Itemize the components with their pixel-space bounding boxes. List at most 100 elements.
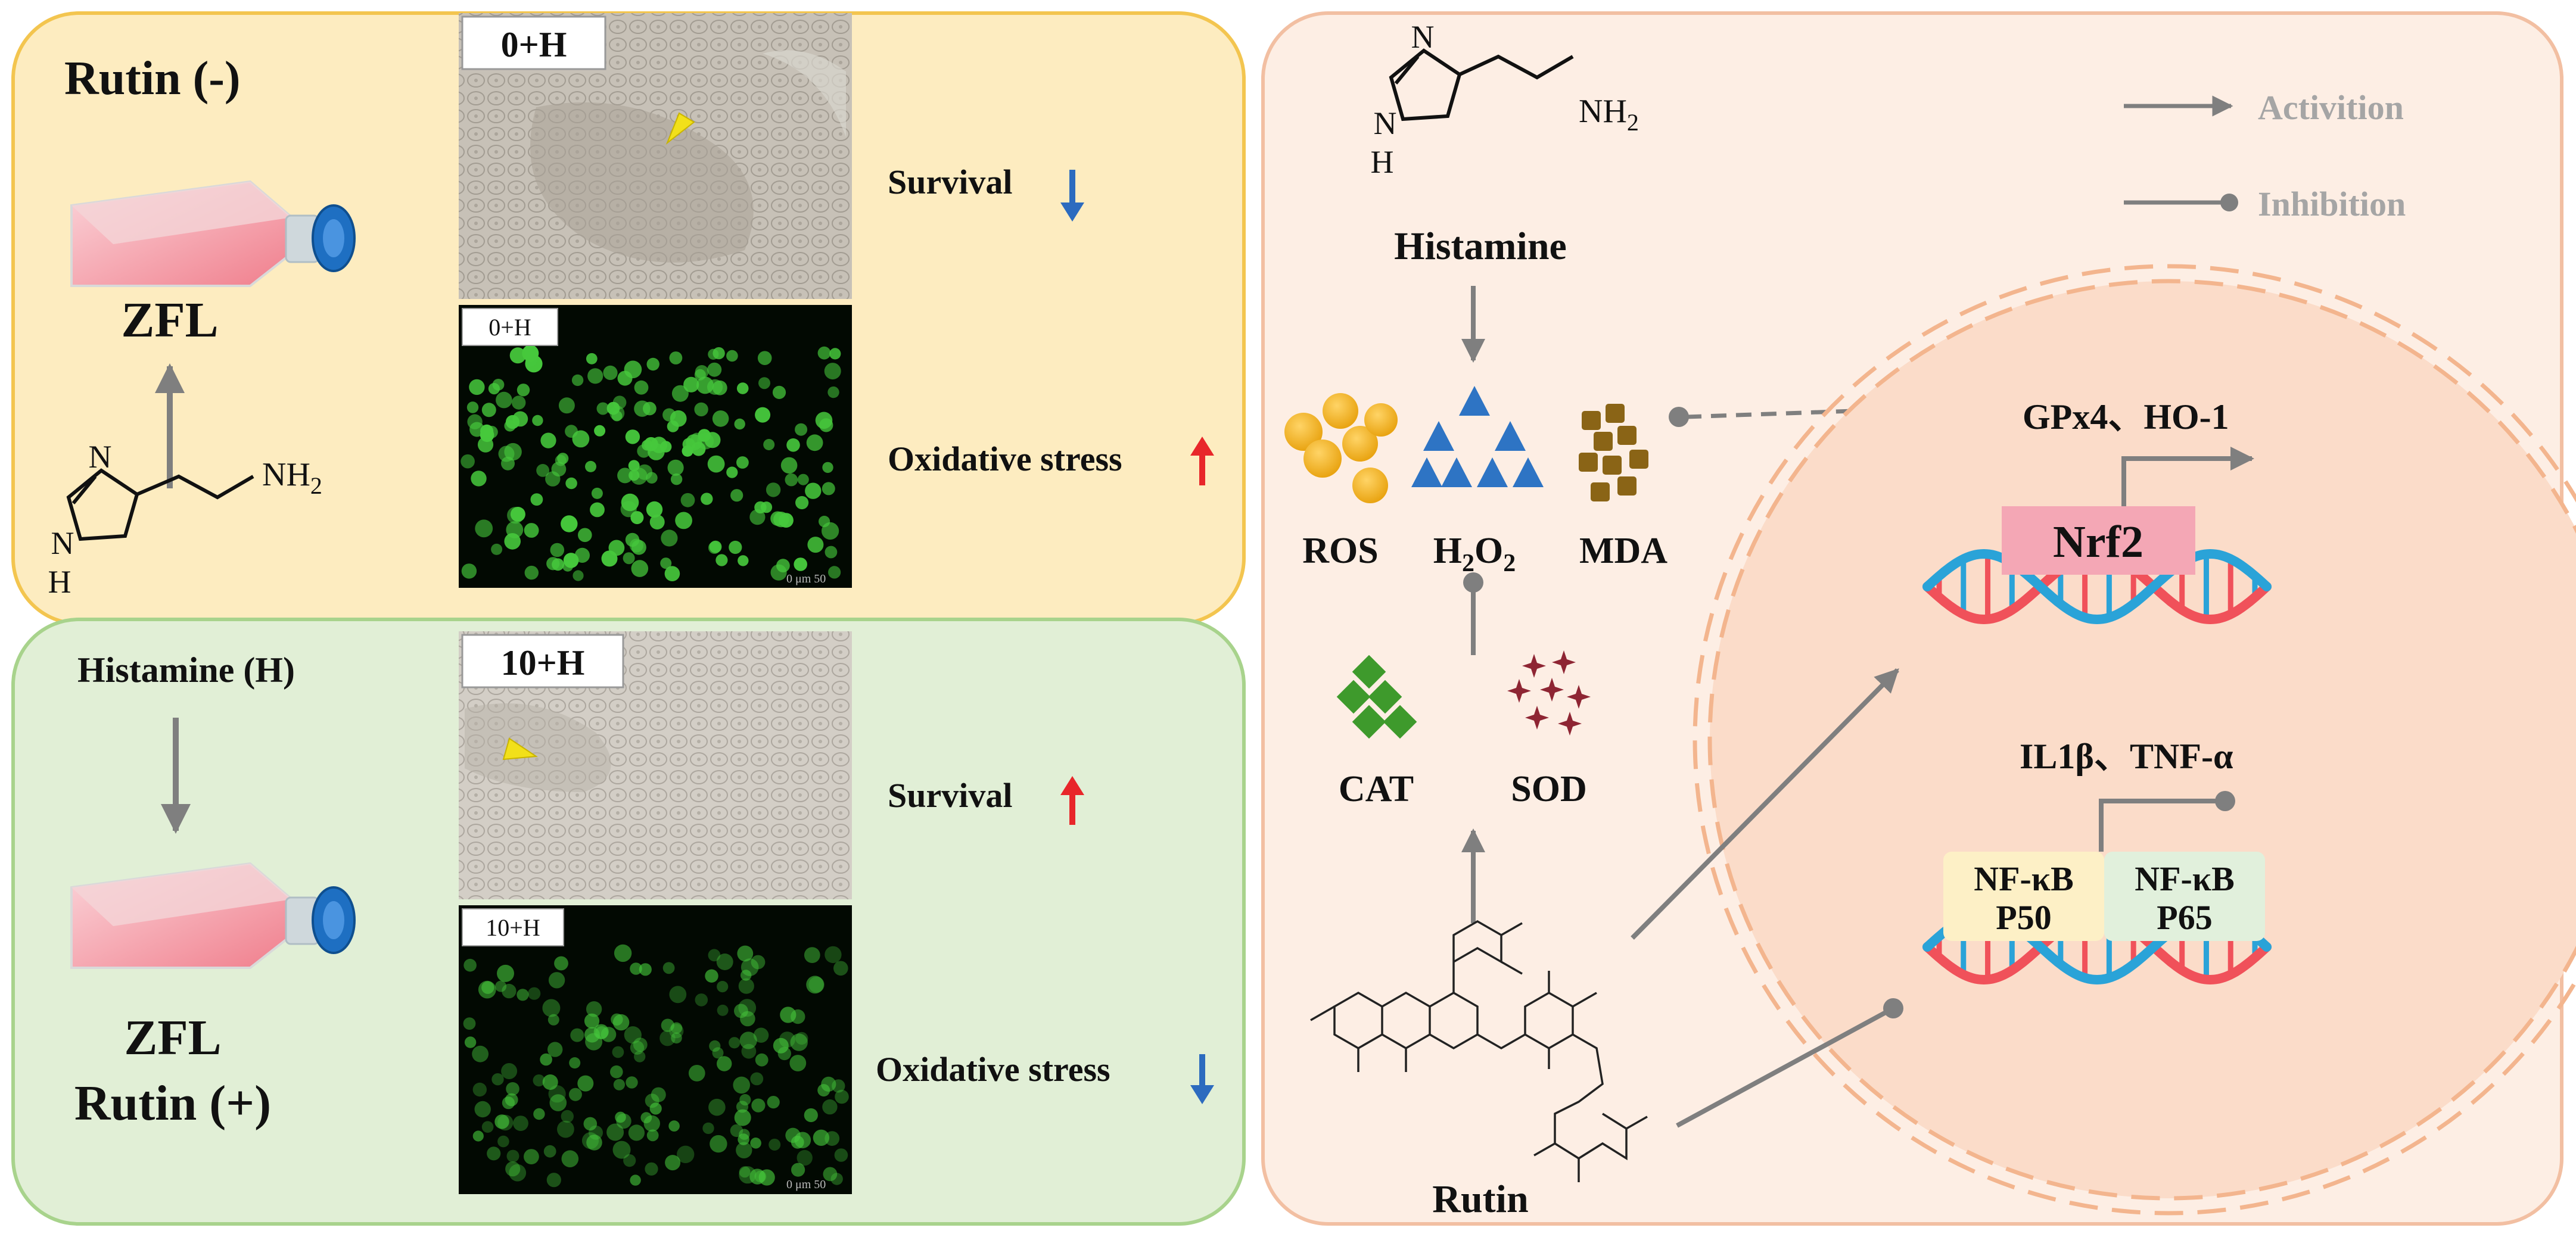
fluorescent-cell	[565, 477, 577, 490]
fluorescent-cell	[758, 377, 770, 390]
fluorescent-cell	[667, 459, 684, 476]
fluorescent-cell	[474, 1101, 491, 1118]
fluorescent-cell	[646, 357, 659, 371]
zfl-flask-icon-bottom	[70, 862, 356, 969]
fluorescent-cell	[701, 493, 713, 505]
fluorescent-cell	[528, 987, 541, 1000]
nrf2-box	[2002, 506, 2195, 575]
rutin-plus-label: Rutin (+)	[74, 1076, 271, 1131]
fluorescent-cell	[505, 1161, 521, 1177]
fluorescent-cell	[631, 560, 649, 577]
survival-label-top: Survival	[888, 163, 1013, 201]
fluorescent-cell	[617, 468, 633, 484]
fluorescent-cell	[497, 1135, 509, 1148]
fluorescent-cell	[825, 946, 842, 964]
histamine-label-right: Histamine	[1394, 225, 1567, 268]
fluor-label-bottom: 10+H	[486, 914, 540, 941]
histamine-structure-right	[1389, 48, 1574, 121]
fluorescent-cell	[813, 1129, 830, 1146]
h2o2-label: H2O2	[1433, 531, 1516, 577]
fluorescent-cell	[585, 460, 596, 472]
fluorescent-cell	[613, 1079, 625, 1090]
fluorescent-cell	[717, 1004, 729, 1016]
fluorescent-cell	[587, 368, 603, 384]
fluorescent-cell	[833, 961, 848, 976]
fluorescent-cell	[741, 970, 752, 981]
up-arrow-icon-oxidative-top	[1190, 437, 1214, 485]
fluorescent-cell	[758, 1169, 775, 1186]
fluorescent-cell	[823, 1167, 838, 1182]
fluorescent-cell	[712, 410, 729, 427]
fluorescent-cell	[760, 501, 773, 513]
fluorescent-cell	[824, 363, 841, 380]
fluorescent-cell	[795, 423, 808, 436]
fluorescent-cell	[606, 1123, 624, 1141]
scale-bar-bottom: 0 μm 50	[786, 1178, 826, 1191]
up-arrow-icon-survival-bottom	[1060, 776, 1084, 825]
fluorescent-cell	[670, 410, 687, 427]
cat-label: CAT	[1339, 769, 1414, 809]
fluorescent-cell	[736, 382, 749, 394]
fluorescent-cell	[675, 512, 692, 529]
nucleus-inner-membrane	[1707, 279, 2576, 1201]
micrograph-fluorescence-bottom: 10+H 0 μm 50	[459, 905, 852, 1194]
fluorescent-cell	[524, 565, 539, 580]
fluorescent-cell	[649, 515, 665, 529]
fluorescent-cell	[496, 391, 512, 409]
fluorescent-cell	[819, 516, 830, 528]
fluorescent-cell	[624, 1026, 642, 1044]
fluorescent-cell	[708, 949, 721, 962]
fluorescent-cell	[713, 347, 725, 360]
fluorescent-cell	[726, 466, 738, 478]
fluorescent-cell	[741, 1043, 757, 1059]
fluorescent-cell	[785, 473, 798, 487]
fluorescent-cell	[749, 509, 766, 525]
nrf2-transcription-arrow	[2121, 447, 2254, 506]
fluorescent-cell	[603, 365, 618, 381]
fluorescent-cell	[497, 964, 514, 982]
top-left-panel: Rutin (-) ZFL N N H NH2 0+	[11, 11, 1246, 625]
fluorescent-cell	[611, 1013, 623, 1026]
fluorescent-cell	[730, 1124, 743, 1138]
fluorescent-cell	[740, 1011, 755, 1027]
fluorescent-cell	[543, 1145, 556, 1158]
fluorescent-cell	[540, 432, 556, 448]
histamine-structure-left	[66, 468, 254, 541]
fluorescent-cell	[815, 412, 833, 429]
fluorescent-cell	[795, 1032, 808, 1045]
fluorescent-cell	[509, 1164, 527, 1182]
fluorescent-cell	[532, 415, 543, 426]
fluorescent-cells-top	[461, 345, 841, 581]
nfkb-p65-line2: P65	[2157, 898, 2212, 937]
fluorescent-cell	[491, 1073, 504, 1086]
fluorescent-cell	[717, 1056, 732, 1071]
fluorescent-cell	[569, 1057, 581, 1069]
fluorescent-cell	[789, 1055, 807, 1071]
fluorescent-cell	[469, 379, 485, 395]
fluorescent-cell	[750, 1138, 761, 1149]
fluorescent-cell	[754, 1170, 767, 1183]
fluorescent-cell	[464, 1036, 477, 1048]
fluorescent-cell	[751, 955, 766, 970]
scale-bar-top: 0 μm 50	[786, 572, 826, 585]
fluorescent-cell	[786, 438, 800, 452]
fluorescent-cell	[757, 351, 772, 365]
fluorescent-cell	[555, 454, 567, 466]
fluorescent-cell	[630, 1040, 645, 1055]
fluorescent-cell	[734, 418, 745, 430]
fluorescent-cell	[772, 385, 786, 400]
dna-strand	[1922, 549, 2272, 625]
fluorescent-cell	[572, 430, 590, 448]
fluorescent-cell	[584, 1013, 600, 1029]
histamine-ring-h-right: H	[1371, 144, 1394, 180]
fluorescent-cell	[697, 432, 714, 450]
fluorescent-cell	[739, 1032, 757, 1049]
fluorescent-cell	[542, 1074, 558, 1090]
fluorescent-cell	[736, 1142, 752, 1159]
fluorescent-cell	[790, 1033, 808, 1051]
fluorescent-cell	[738, 555, 749, 566]
fluorescent-cell	[471, 471, 487, 487]
fluorescent-cell	[502, 983, 517, 999]
fluorescent-cell	[506, 1082, 519, 1096]
fluorescent-cell	[628, 1124, 645, 1141]
